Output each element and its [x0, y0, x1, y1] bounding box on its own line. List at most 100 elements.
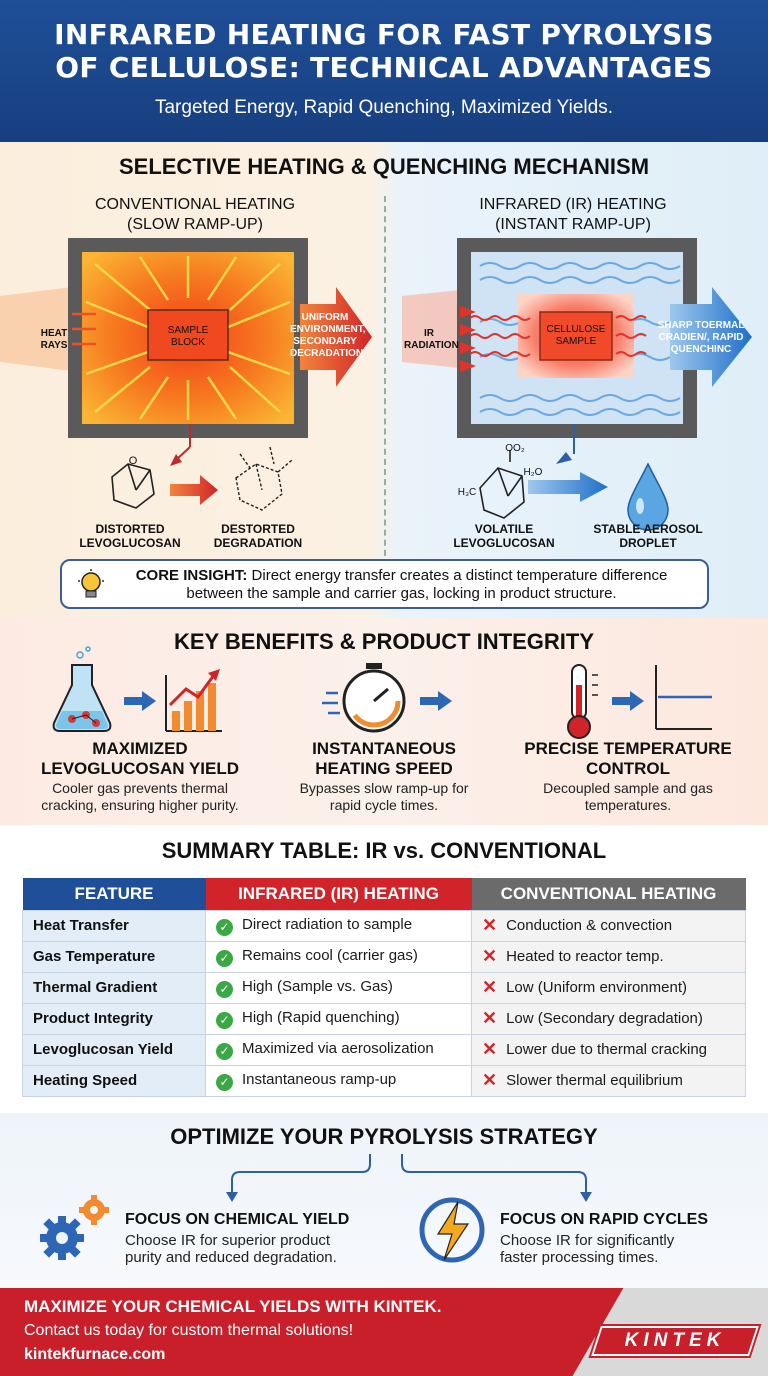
ir-emitter [460, 306, 476, 372]
benefit-speed-title2: HEATING SPEED [315, 759, 453, 778]
optimize-diagram [40, 1154, 592, 1263]
conventional-cell: ✕Lower due to thermal cracking [471, 1033, 746, 1066]
footer-website-link[interactable]: kintekfurnace.com [24, 1346, 166, 1363]
benefit-speed-desc2: rapid cycle times. [329, 797, 439, 813]
degradation-caption-line2: DEGRADATION [213, 536, 303, 550]
kintek-logo: KINTEK [591, 1326, 759, 1356]
output-line4: DECRADATION [290, 348, 364, 359]
conventional-cell: ✕ Low (Uniform environment) [471, 971, 746, 1004]
infrared-furnace [402, 238, 752, 464]
conventional-subtitle: (SLOW RAMP-UP) [127, 216, 263, 233]
footer-headline: MAXIMIZE YOUR CHEMICAL YIELDS WITH KINTE… [24, 1297, 442, 1316]
thermometer-icon [567, 664, 598, 739]
title-line-1: INFRARED HEATING FOR FAST PYROLYSIS [54, 18, 714, 51]
distorted-levoglucosan-molecule [111, 463, 155, 509]
ir-cell: ✓Direct radiation to sample [205, 909, 472, 942]
footer-contact-text: Contact us today for custom thermal solu… [24, 1322, 354, 1339]
molecule-h3c-label: H₃C [457, 487, 477, 498]
comparison-table: FEATURE INFRARED (IR) HEATING CONVENTION… [22, 878, 746, 1097]
feature-cell: Thermal Gradient [22, 971, 206, 1004]
feature-cell: Product Integrity [22, 1002, 206, 1035]
kintek-logo-text: KINTEK [624, 1330, 726, 1351]
panel-divider [384, 196, 386, 566]
rays-label: RAYS [40, 340, 68, 351]
title-line-2: OF CELLULOSE: TECHNICAL ADVANTAGES [55, 51, 713, 84]
ir-output-label: SHARP TOERMAL CRADIEN/, RAPID QUENCHINC [656, 320, 746, 356]
table-row: Thermal Gradient ✓High (Sample vs. Gas) … [22, 971, 746, 1004]
sample-label-line1: SAMPLE [167, 325, 209, 336]
benefit-control-title2: CONTROL [585, 759, 671, 778]
benefit-control-desc2: temperatures. [584, 797, 672, 813]
ir-label: IR [424, 328, 434, 339]
heat-rays-arrows [72, 312, 96, 346]
benefit-control-title1: PRECISE TEMPERATURE [524, 739, 732, 758]
degradation-caption-line1: DESTORTED [221, 522, 295, 536]
conventional-output-label: UNIFORM ENVIRONMENT, SECONDARY DECRADATI… [290, 312, 366, 360]
degradation-arrow [170, 475, 218, 505]
droplet-highlight [636, 498, 644, 514]
benefits-icons [52, 646, 712, 739]
header-feature: FEATURE [22, 878, 206, 910]
benefit-arrow-1 [124, 691, 156, 711]
benefit-arrow-2 [420, 691, 452, 711]
focus-cycles-title: FOCUS ON RAPID CYCLES [500, 1211, 709, 1228]
benefit-control-desc1: Decoupled sample and gas [543, 780, 713, 796]
lightbulb-icon [78, 569, 104, 598]
check-icon: ✓ [216, 1011, 233, 1029]
ir-radiation-beam [402, 290, 460, 368]
focus-yield-desc2: purity and reduced degradation. [125, 1249, 337, 1266]
check-icon: ✓ [216, 949, 233, 967]
ir-output-line2: CRADIEN/, RAPID [658, 332, 744, 343]
cross-icon: ✕ [482, 915, 498, 935]
benefit-yield-desc2: cracking, ensuring higher purity. [41, 797, 239, 813]
cross-icon: ✕ [482, 946, 498, 966]
cross-icon: ✕ [482, 977, 498, 997]
ir-output-line1: SHARP TOERMAL [657, 320, 745, 331]
table-row: Product Integrity ✓High (Rapid quenching… [22, 1002, 746, 1035]
conventional-value: Low (Uniform environment) [506, 979, 687, 996]
output-line1: UNIFORM [301, 312, 349, 323]
header-infrared: INFRARED (IR) HEATING [205, 878, 472, 910]
core-insight-label: CORE INSIGHT: [135, 567, 248, 584]
ir-value: Instantaneous ramp-up [242, 1070, 397, 1088]
table-row: Heating Speed ✓Instantaneous ramp-up ✕Sl… [22, 1064, 746, 1097]
sample-block [147, 309, 229, 361]
conventional-cell: ✕Low (Secondary degradation) [471, 1002, 746, 1035]
cellulose-sample [539, 311, 613, 361]
ir-value: Direct radiation to sample [242, 915, 413, 933]
benefit-yield-title2: LEVOGLUCOSAN YIELD [40, 759, 240, 778]
conventional-output-arrow [300, 287, 372, 387]
feature-cell: Gas Temperature [22, 940, 206, 973]
conventional-cell: ✕Conduction & convection [471, 909, 746, 942]
table-header-row: FEATURE INFRARED (IR) HEATING CONVENTION… [22, 878, 746, 910]
benefit-yield-title1: MAXIMIZED [92, 739, 188, 758]
optimize-title: OPTIMIZE YOUR PYROLYSIS STRATEGY [170, 1124, 598, 1149]
volatile-caption-line2: LEVOGLUCOSAN [453, 536, 555, 550]
benefit-arrow-3 [612, 691, 644, 711]
ir-value: Maximized via aerosolization [242, 1039, 434, 1057]
infrared-panel-title: INFRARED (IR) HEATING (INSTANT RAMP-UP) [418, 195, 728, 235]
cross-icon: ✕ [482, 1070, 498, 1090]
ir-cell: ✓Maximized via aerosolization [205, 1033, 472, 1066]
cellulose-label-line2: SAMPLE [555, 336, 597, 347]
page-title: INFRARED HEATING FOR FAST PYROLYSIS OF C… [0, 0, 768, 84]
feature-cell: Levoglucosan Yield [22, 1033, 206, 1066]
heat-flow-arrows [85, 256, 291, 420]
table-row: Gas Temperature ✓Remains cool (carrier g… [22, 940, 746, 973]
mechanism-title: SELECTIVE HEATING & QUENCHING MECHANISM [118, 154, 650, 179]
conventional-furnace [0, 238, 372, 466]
cross-icon: ✕ [482, 1008, 498, 1028]
cellulose-label-line1: CELLULOSE [546, 324, 606, 335]
conventional-panel-title: CONVENTIONAL HEATING (SLOW RAMP-UP) [40, 195, 350, 235]
output-line2: ENVIRONMENT, [290, 324, 366, 335]
